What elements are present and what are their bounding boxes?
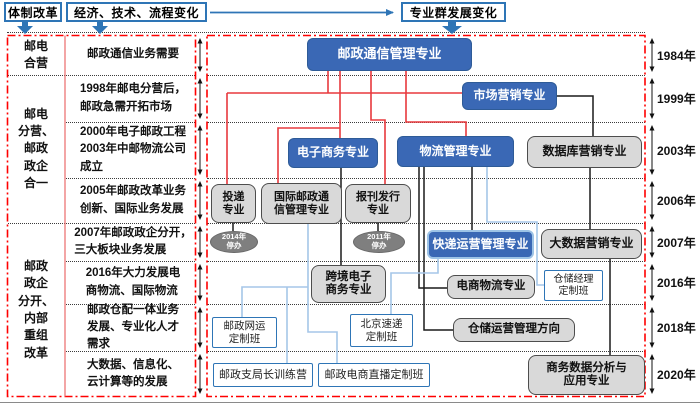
row-divider	[66, 122, 195, 123]
node-warehouse-ops-direction: 仓储运营管理方向	[453, 318, 575, 342]
down-arrow-icon	[442, 21, 462, 34]
year-2003: 2003年	[657, 143, 696, 158]
node-database-marketing: 数据库营销专业	[527, 136, 642, 168]
row-divider	[207, 223, 645, 224]
year-2007: 2007年	[657, 235, 696, 250]
row-divider	[66, 351, 195, 352]
row-divider	[7, 32, 645, 33]
year-2006: 2006年	[657, 194, 696, 208]
red-connectors	[226, 71, 467, 184]
page-bottom-edge	[0, 402, 700, 403]
row-divider	[207, 75, 645, 76]
node-bigdata-marketing: 大数据营销专业	[541, 229, 642, 259]
row-divider	[66, 178, 195, 179]
reform-group-joint-operation: 邮电 合营	[23, 38, 48, 70]
lightblue-connectors	[241, 167, 544, 363]
down-arrow-icon	[17, 21, 33, 34]
node-ecommerce: 电子商务专业	[288, 138, 378, 168]
tag-major-group-dev: 专业群发展变化	[401, 2, 506, 22]
event-2018: 邮政仓配一体业务 发展、专业化人才 需求	[87, 303, 179, 351]
node-business-data-analysis: 商务数据分析与 应用专业	[528, 355, 645, 395]
node-intl-postal-comm: 国际邮政通 信管理专业	[261, 183, 342, 224]
node-delivery: 投递 专业	[211, 184, 256, 223]
event-2003: 2000年电子邮政工程 2003年中邮物流公司 成立	[79, 126, 187, 173]
event-2006: 2005年邮政改革业务 创新、国际业务发展	[79, 185, 187, 215]
node-warehouse-manager-class: 仓储经理 定制班	[544, 270, 603, 301]
event-1984: 邮政通信业务需要	[87, 48, 179, 61]
row-divider	[66, 304, 195, 305]
node-beijing-express-class: 北京速递 定制班	[350, 314, 413, 347]
tag-system-reform: 体制改革	[4, 2, 62, 22]
row-divider	[207, 178, 645, 179]
node-express-ops-mgmt: 快递运营管理专业	[427, 230, 534, 259]
node-postal-comm-mgmt: 邮政通信管理专业	[307, 38, 472, 71]
tag-econ-tech-process: 经济、技术、流程变化	[66, 2, 207, 22]
header-down-arrows	[17, 21, 462, 34]
black-connectors	[232, 95, 611, 355]
node-crossborder-ecommerce: 跨境电子 商务专业	[311, 265, 386, 303]
event-2020: 大数据、信息化、 云计算等的发展	[87, 358, 179, 388]
frame-reform-box	[6, 34, 197, 398]
badge-stopped-2011: 2011年 停办	[353, 231, 405, 253]
event-1999: 1998年邮电分营后， 邮政急需开拓市场	[79, 83, 187, 113]
row-divider	[207, 351, 645, 352]
row-divider	[207, 304, 645, 305]
reform-group-separation: 邮电 分营、 邮政 政企 合一	[17, 106, 54, 191]
year-1999: 1999年	[657, 92, 696, 106]
node-ecommerce-logistics: 电商物流专业	[447, 275, 535, 299]
node-ecommerce-livestream-class: 邮政电商直播定制班	[318, 363, 430, 387]
reform-group-restructuring: 邮政 政企 分开、 内部 重组 改革	[17, 258, 54, 360]
node-branch-chief-camp: 邮政支局长训练营	[213, 363, 313, 387]
down-arrow-icon	[92, 21, 108, 34]
event-2016: 2016年大力发展电 商物流、国际物流	[85, 267, 181, 297]
node-postal-network-class: 邮政网运 定制班	[212, 317, 277, 348]
node-newspaper-distribution: 报刊发行 专业	[345, 184, 411, 223]
row-divider	[8, 75, 195, 76]
year-2016: 2016年	[657, 276, 696, 290]
year-1984: 1984年	[657, 48, 696, 63]
year-2018: 2018年	[657, 321, 696, 335]
frame-diagram-box	[206, 34, 646, 398]
node-logistics-mgmt: 物流管理专业	[397, 136, 514, 167]
badge-stopped-2014: 2014年 停办	[210, 231, 258, 253]
event-2007: 2007年邮政政企分开， 三大板块业务发展	[74, 226, 192, 256]
row-divider	[8, 223, 195, 224]
year-2020: 2020年	[657, 367, 696, 382]
node-marketing: 市场营销专业	[462, 82, 557, 110]
row-divider	[66, 261, 195, 262]
row-divider	[207, 261, 645, 262]
